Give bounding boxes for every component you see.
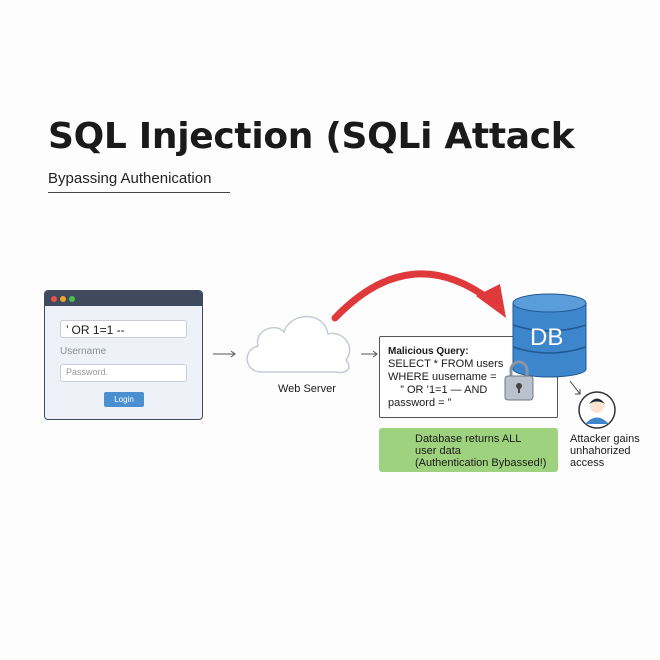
attacker-line: access [570, 457, 605, 469]
query-line: password = ” [388, 397, 452, 409]
username-label: Username [60, 346, 107, 357]
attacker-caption: Attacker gains unhahorized access [570, 433, 640, 469]
maximize-dot-icon[interactable] [69, 296, 75, 302]
cloud-icon [246, 315, 351, 374]
query-heading: Malicious Query: [388, 346, 469, 357]
result-line: user data [415, 445, 461, 457]
window-titlebar [45, 291, 202, 306]
arrow-to-attacker-icon [569, 380, 581, 395]
username-input[interactable]: ’ OR 1=1 -- [60, 320, 187, 338]
result-line: (Authentication Bybassed!) [415, 457, 547, 469]
page-title: SQL Injection (SQLi Attack [48, 116, 575, 157]
query-line: SELECT * FROM users [388, 358, 504, 370]
query-line: ” OR ’1=1 — AND [388, 384, 488, 396]
minimize-dot-icon[interactable] [60, 296, 66, 302]
arrow-to-server-icon [213, 350, 236, 358]
query-line: WHERE uusername = [388, 371, 497, 383]
arrow-to-query-icon [361, 350, 378, 358]
login-button[interactable]: Login [104, 392, 144, 407]
login-window: ’ OR 1=1 -- Username Password. Login [44, 290, 203, 420]
attacker-line: Attacker gains [570, 433, 640, 445]
attacker-line: unhahorized [570, 445, 631, 457]
subtitle-underline [48, 192, 230, 193]
attacker-avatar-icon [578, 391, 616, 429]
close-dot-icon[interactable] [51, 296, 57, 302]
db-label: DB [530, 324, 564, 351]
password-input[interactable]: Password. [60, 364, 187, 382]
attack-arc [331, 270, 494, 322]
web-server-label: Web Server [278, 383, 336, 395]
result-box: Database returns ALL user data (Authenti… [379, 428, 558, 472]
result-line: Database returns ALL [415, 433, 522, 445]
subtitle: Bypassing Authenication [48, 170, 212, 187]
attack-arrowhead-icon [476, 284, 506, 318]
